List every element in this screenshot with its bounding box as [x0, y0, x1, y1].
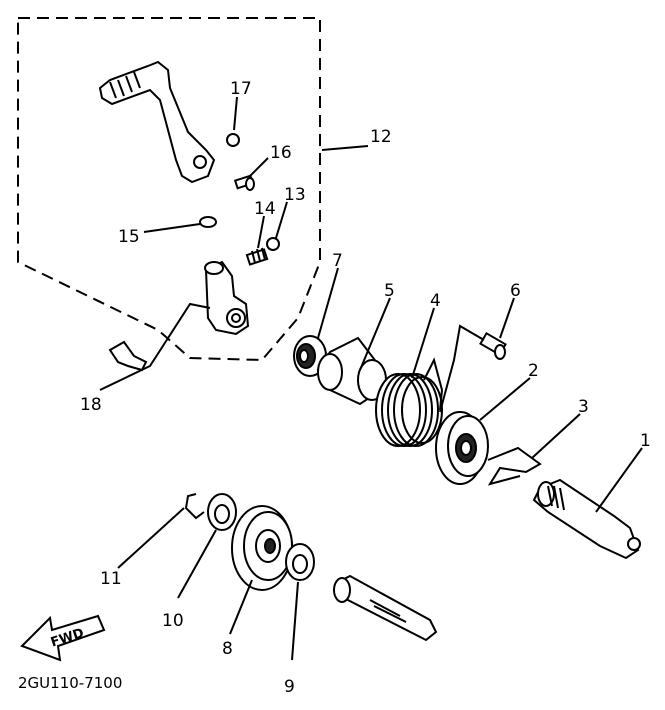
clip-3: [487, 446, 542, 486]
leader-2: [479, 377, 531, 421]
callout-3: 3: [578, 397, 589, 417]
collar-5: [316, 336, 387, 406]
callout-14: 14: [254, 199, 276, 219]
callout-4: 4: [430, 291, 441, 311]
leader-6: [499, 297, 515, 339]
callout-10: 10: [162, 611, 184, 631]
callout-17: 17: [230, 79, 252, 99]
washer-9: [285, 543, 315, 581]
leader-12: [321, 145, 369, 151]
leader-14: [257, 215, 265, 249]
callout-7: 7: [332, 251, 343, 271]
callout-6: 6: [510, 281, 521, 301]
ball-15: [199, 216, 217, 228]
kick-boss: [204, 260, 250, 336]
leader-4: [411, 307, 435, 379]
idle-gear-8: [231, 505, 293, 591]
leader-16: [247, 157, 269, 179]
kick-pedal-lever: [98, 60, 216, 184]
torsion-spring-4: [375, 357, 444, 447]
leader-17: [233, 96, 238, 131]
leader-1: [595, 447, 643, 513]
ratchet-wheel-2: [435, 411, 489, 485]
ball-17: [226, 133, 240, 147]
forward-direction-arrow: [20, 614, 106, 662]
callout-15: 15: [118, 227, 140, 247]
callout-13: 13: [284, 185, 306, 205]
callout-8: 8: [222, 639, 233, 659]
leader-5: [359, 297, 391, 371]
assembly-group-outline: [17, 17, 321, 362]
pin-6: [479, 331, 507, 360]
callout-18: 18: [80, 395, 102, 415]
leader-13: [275, 201, 288, 239]
leader-15: [143, 223, 201, 233]
kick-shaft-1: [532, 478, 641, 560]
leader-7: [317, 267, 339, 339]
callout-16: 16: [270, 143, 292, 163]
bolt-16: [233, 174, 255, 191]
leader-9: [291, 581, 299, 661]
callout-11: 11: [100, 569, 122, 589]
leader-11: [117, 507, 185, 569]
spring-hook-line: [439, 324, 485, 413]
callout-5: 5: [384, 281, 395, 301]
bolt-18: [108, 340, 148, 372]
callout-12: 12: [370, 127, 392, 147]
washer-10: [207, 493, 237, 531]
callout-2: 2: [528, 361, 539, 381]
callout-9: 9: [284, 677, 295, 697]
idle-shaft: [333, 574, 438, 642]
leader-3: [531, 413, 581, 459]
circlip-11: [184, 493, 205, 520]
spring-14: [245, 247, 269, 266]
leader-10: [177, 529, 217, 599]
callout-1: 1: [640, 431, 651, 451]
ball-13: [266, 237, 280, 251]
leader-8: [229, 579, 253, 635]
part-code: 2GU110-7100: [18, 674, 122, 692]
leader-18: [99, 302, 211, 391]
